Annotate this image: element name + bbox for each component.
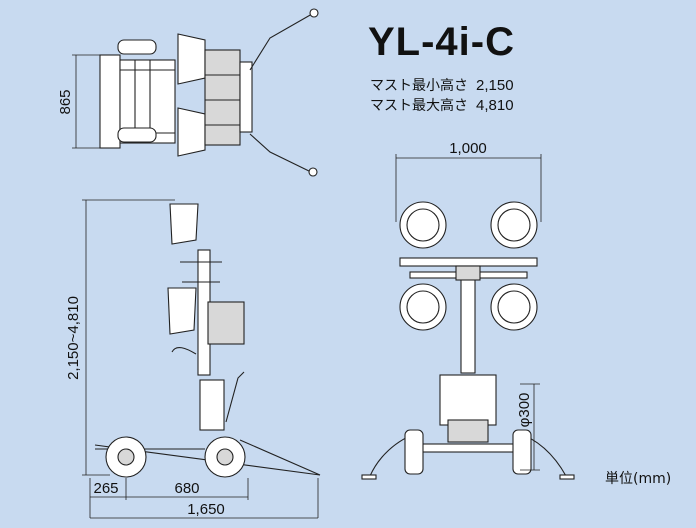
dim-label-front-width: 1,000 bbox=[449, 140, 487, 157]
mast-front bbox=[460, 277, 476, 374]
lamp-side bbox=[167, 287, 197, 335]
spec-label: マスト最小高さ bbox=[370, 78, 468, 94]
dim-label-total-length: 1,650 bbox=[187, 501, 225, 518]
wheel-front-left bbox=[404, 429, 424, 475]
base-housing bbox=[447, 419, 489, 443]
handle bbox=[171, 346, 197, 355]
spec-value: 2,150 bbox=[476, 77, 514, 94]
mast-head bbox=[204, 49, 241, 146]
wheel-front-right bbox=[512, 429, 532, 475]
lamp-side bbox=[169, 203, 199, 245]
spec-list: マスト最小高さ 2,150 マスト最大高さ 4,810 bbox=[370, 76, 514, 116]
mast-head-front bbox=[455, 265, 481, 281]
outrigger-foot bbox=[308, 167, 318, 177]
unit-label: 単位(mm) bbox=[605, 471, 672, 487]
tow-bar bbox=[225, 371, 245, 423]
wheel-hub bbox=[117, 448, 135, 466]
engine-box bbox=[207, 301, 245, 345]
outrigger-bottom bbox=[249, 133, 312, 173]
rear-frame bbox=[99, 54, 121, 149]
spec-max-height: マスト最大高さ 4,810 bbox=[370, 96, 514, 116]
dim-label-wheelbase: 680 bbox=[174, 480, 199, 497]
lamp-bar-front bbox=[399, 257, 538, 267]
model-name: YL-4i-C bbox=[368, 20, 515, 64]
dim-label-wheel-diameter: φ300 bbox=[516, 393, 533, 428]
outrigger-foot bbox=[559, 474, 575, 480]
front-view: 1,000 φ300 bbox=[361, 140, 575, 480]
lamp-top-view bbox=[177, 33, 206, 85]
dim-label-top-width: 865 bbox=[57, 89, 74, 114]
spec-value: 4,810 bbox=[476, 97, 514, 114]
wheel-hub bbox=[216, 448, 234, 466]
lamp-top-view bbox=[177, 107, 206, 157]
lamp-lens bbox=[406, 290, 440, 324]
outrigger-foot bbox=[309, 8, 319, 18]
lamp-lens bbox=[497, 290, 531, 324]
dim-label-height: 2,150~4,810 bbox=[65, 296, 82, 380]
dim-label-wheel-offset: 265 bbox=[93, 480, 118, 497]
wheel-bottom bbox=[117, 127, 157, 143]
outrigger-side bbox=[239, 439, 321, 476]
mast-bracket bbox=[239, 61, 253, 133]
lamp-lens bbox=[406, 208, 440, 242]
base-body bbox=[199, 379, 225, 431]
axle-front bbox=[419, 443, 517, 453]
outrigger-top bbox=[249, 13, 313, 71]
base-body-front bbox=[439, 374, 497, 426]
top-view: 865 bbox=[57, 8, 319, 177]
spec-label: マスト最大高さ bbox=[370, 98, 468, 114]
outrigger-foot bbox=[361, 474, 377, 480]
wheel-top bbox=[117, 39, 157, 55]
side-view: 2,150~4,810 265 680 1,650 bbox=[65, 199, 321, 519]
lamp-lens bbox=[497, 208, 531, 242]
spec-min-height: マスト最小高さ 2,150 bbox=[370, 76, 514, 96]
